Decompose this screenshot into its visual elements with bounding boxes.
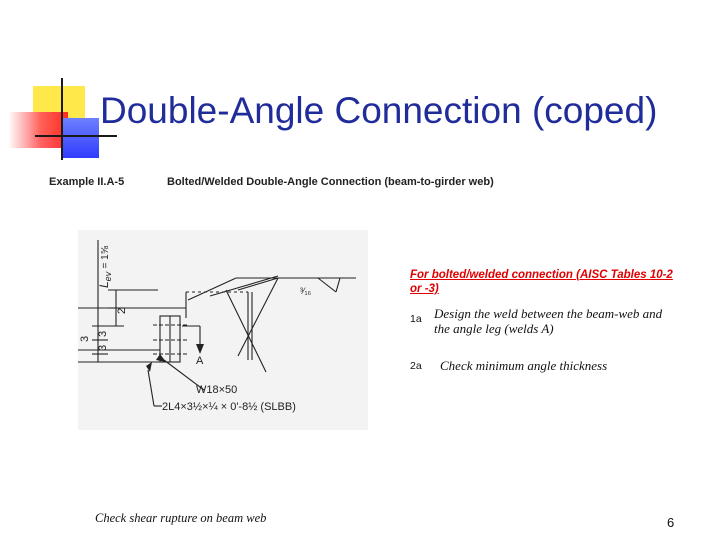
dim-3-label-a: 3 — [79, 336, 91, 342]
leader-angle — [147, 369, 155, 407]
angle-label: 2L4×3½×¼ × 0'-8½ (SLBB) — [162, 401, 296, 413]
example-heading: Example II.A-5 Bolted/Welded Double-Angle… — [49, 176, 494, 188]
arrow-angle — [146, 362, 152, 372]
arrow-beam — [156, 354, 166, 362]
angle-slant-3 — [237, 277, 279, 357]
angle-slant-1 — [225, 289, 267, 373]
connection-drawing: Lev = 1⅝ 2 3 3 3 ³⁄₁₆ A W18×50 2L4×3½×¼ … — [78, 230, 368, 430]
angle-slant-2 — [237, 277, 279, 291]
dim-3-label-c: 3 — [97, 345, 109, 351]
leader-beam — [163, 359, 205, 391]
item-1a-tag: 1a — [410, 313, 422, 325]
drawing-background — [78, 230, 368, 430]
bottom-note: Check shear rupture on beam web — [95, 511, 267, 525]
weld-ref-label: A — [196, 355, 204, 367]
leader-weld-2 — [187, 277, 237, 301]
example-label: Example II.A-5 — [49, 176, 125, 188]
decor-blue-square — [63, 118, 99, 158]
example-caption: Bolted/Welded Double-Angle Connection (b… — [167, 176, 494, 188]
arrow-A — [196, 344, 204, 354]
dim-3-label-b: 3 — [97, 331, 109, 337]
decor-vertical-line — [61, 78, 63, 160]
weld-size-label: ³⁄₁₆ — [300, 286, 312, 296]
dim-2-label: 2 — [116, 308, 128, 314]
weld-symbol-1 — [317, 277, 337, 293]
decor-red-bar — [8, 112, 68, 148]
item-2a-tag: 2a — [410, 360, 422, 372]
slide-title: Double-Angle Connection (coped) — [100, 90, 658, 131]
beam-label: W18×50 — [196, 384, 237, 396]
item-1a-text: Design the weld between the beam-web and… — [434, 306, 662, 336]
reference-note: For bolted/welded connection (AISC Table… — [410, 269, 673, 295]
item-2a-text: Check minimum angle thickness — [440, 358, 608, 373]
decor-horizontal-line — [35, 135, 117, 137]
lev-label: Lev = 1⅝ — [97, 245, 113, 288]
item-1a-line2: the angle leg (welds A) — [434, 321, 554, 336]
weld-symbol-2 — [335, 277, 341, 293]
page-number: 6 — [667, 515, 675, 530]
item-1a-line1: Design the weld between the beam-web and — [434, 306, 663, 321]
leader-weld-1 — [209, 275, 279, 297]
